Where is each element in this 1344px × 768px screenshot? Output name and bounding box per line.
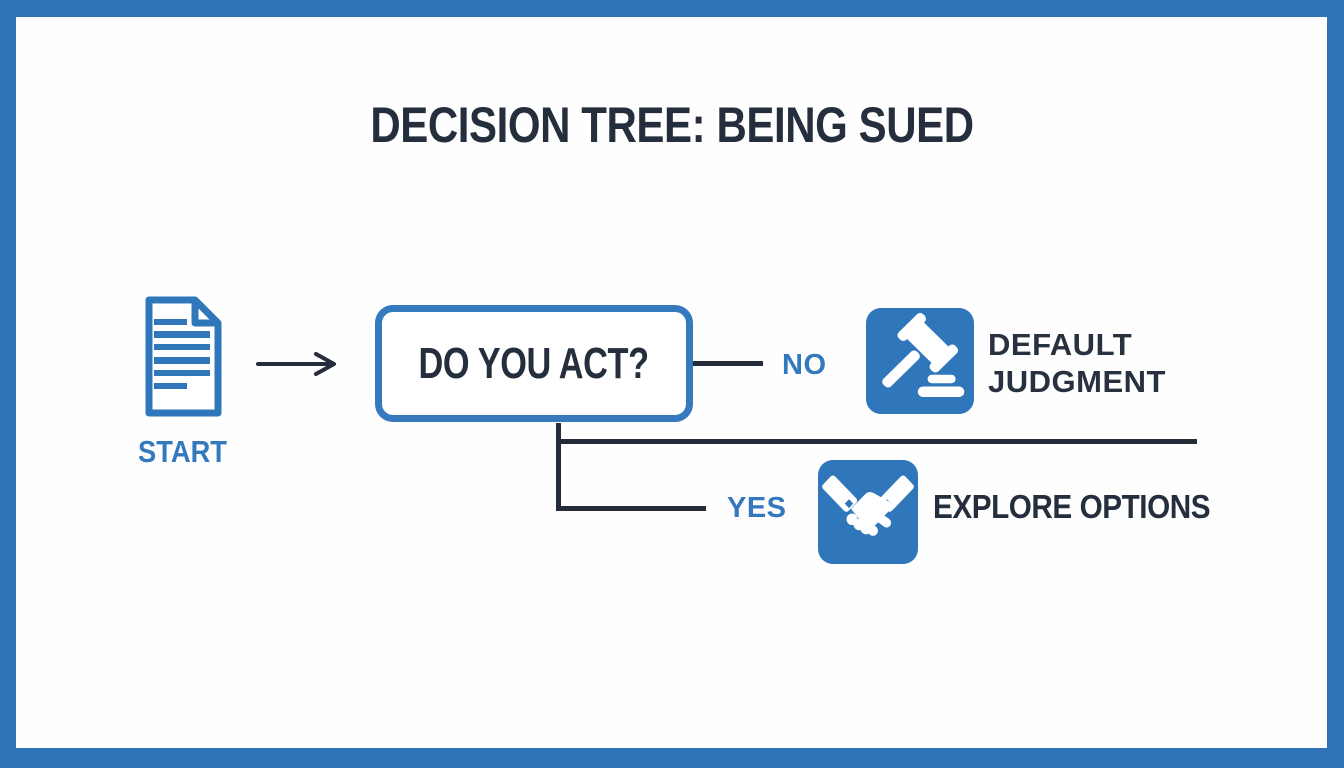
connector-no [693,361,763,366]
diagram-title: DECISION TREE: BEING SUED [370,97,974,153]
arrow-icon [256,351,348,377]
start-label: START [138,434,227,469]
connector-horizontal-long [556,439,1197,444]
decision-label: DO YOU ACT? [418,338,650,388]
connector-yes [556,506,706,511]
default-judgment-label: DEFAULT JUDGMENT [988,327,1166,399]
connector-vertical [556,423,561,511]
no-label: NO [782,349,827,381]
handshake-icon [818,460,918,564]
gavel-icon [866,308,974,414]
yes-label: YES [727,492,787,524]
explore-options-label: EXPLORE OPTIONS [933,488,1211,525]
decision-box: DO YOU ACT? [375,305,693,422]
document-icon [137,293,228,421]
